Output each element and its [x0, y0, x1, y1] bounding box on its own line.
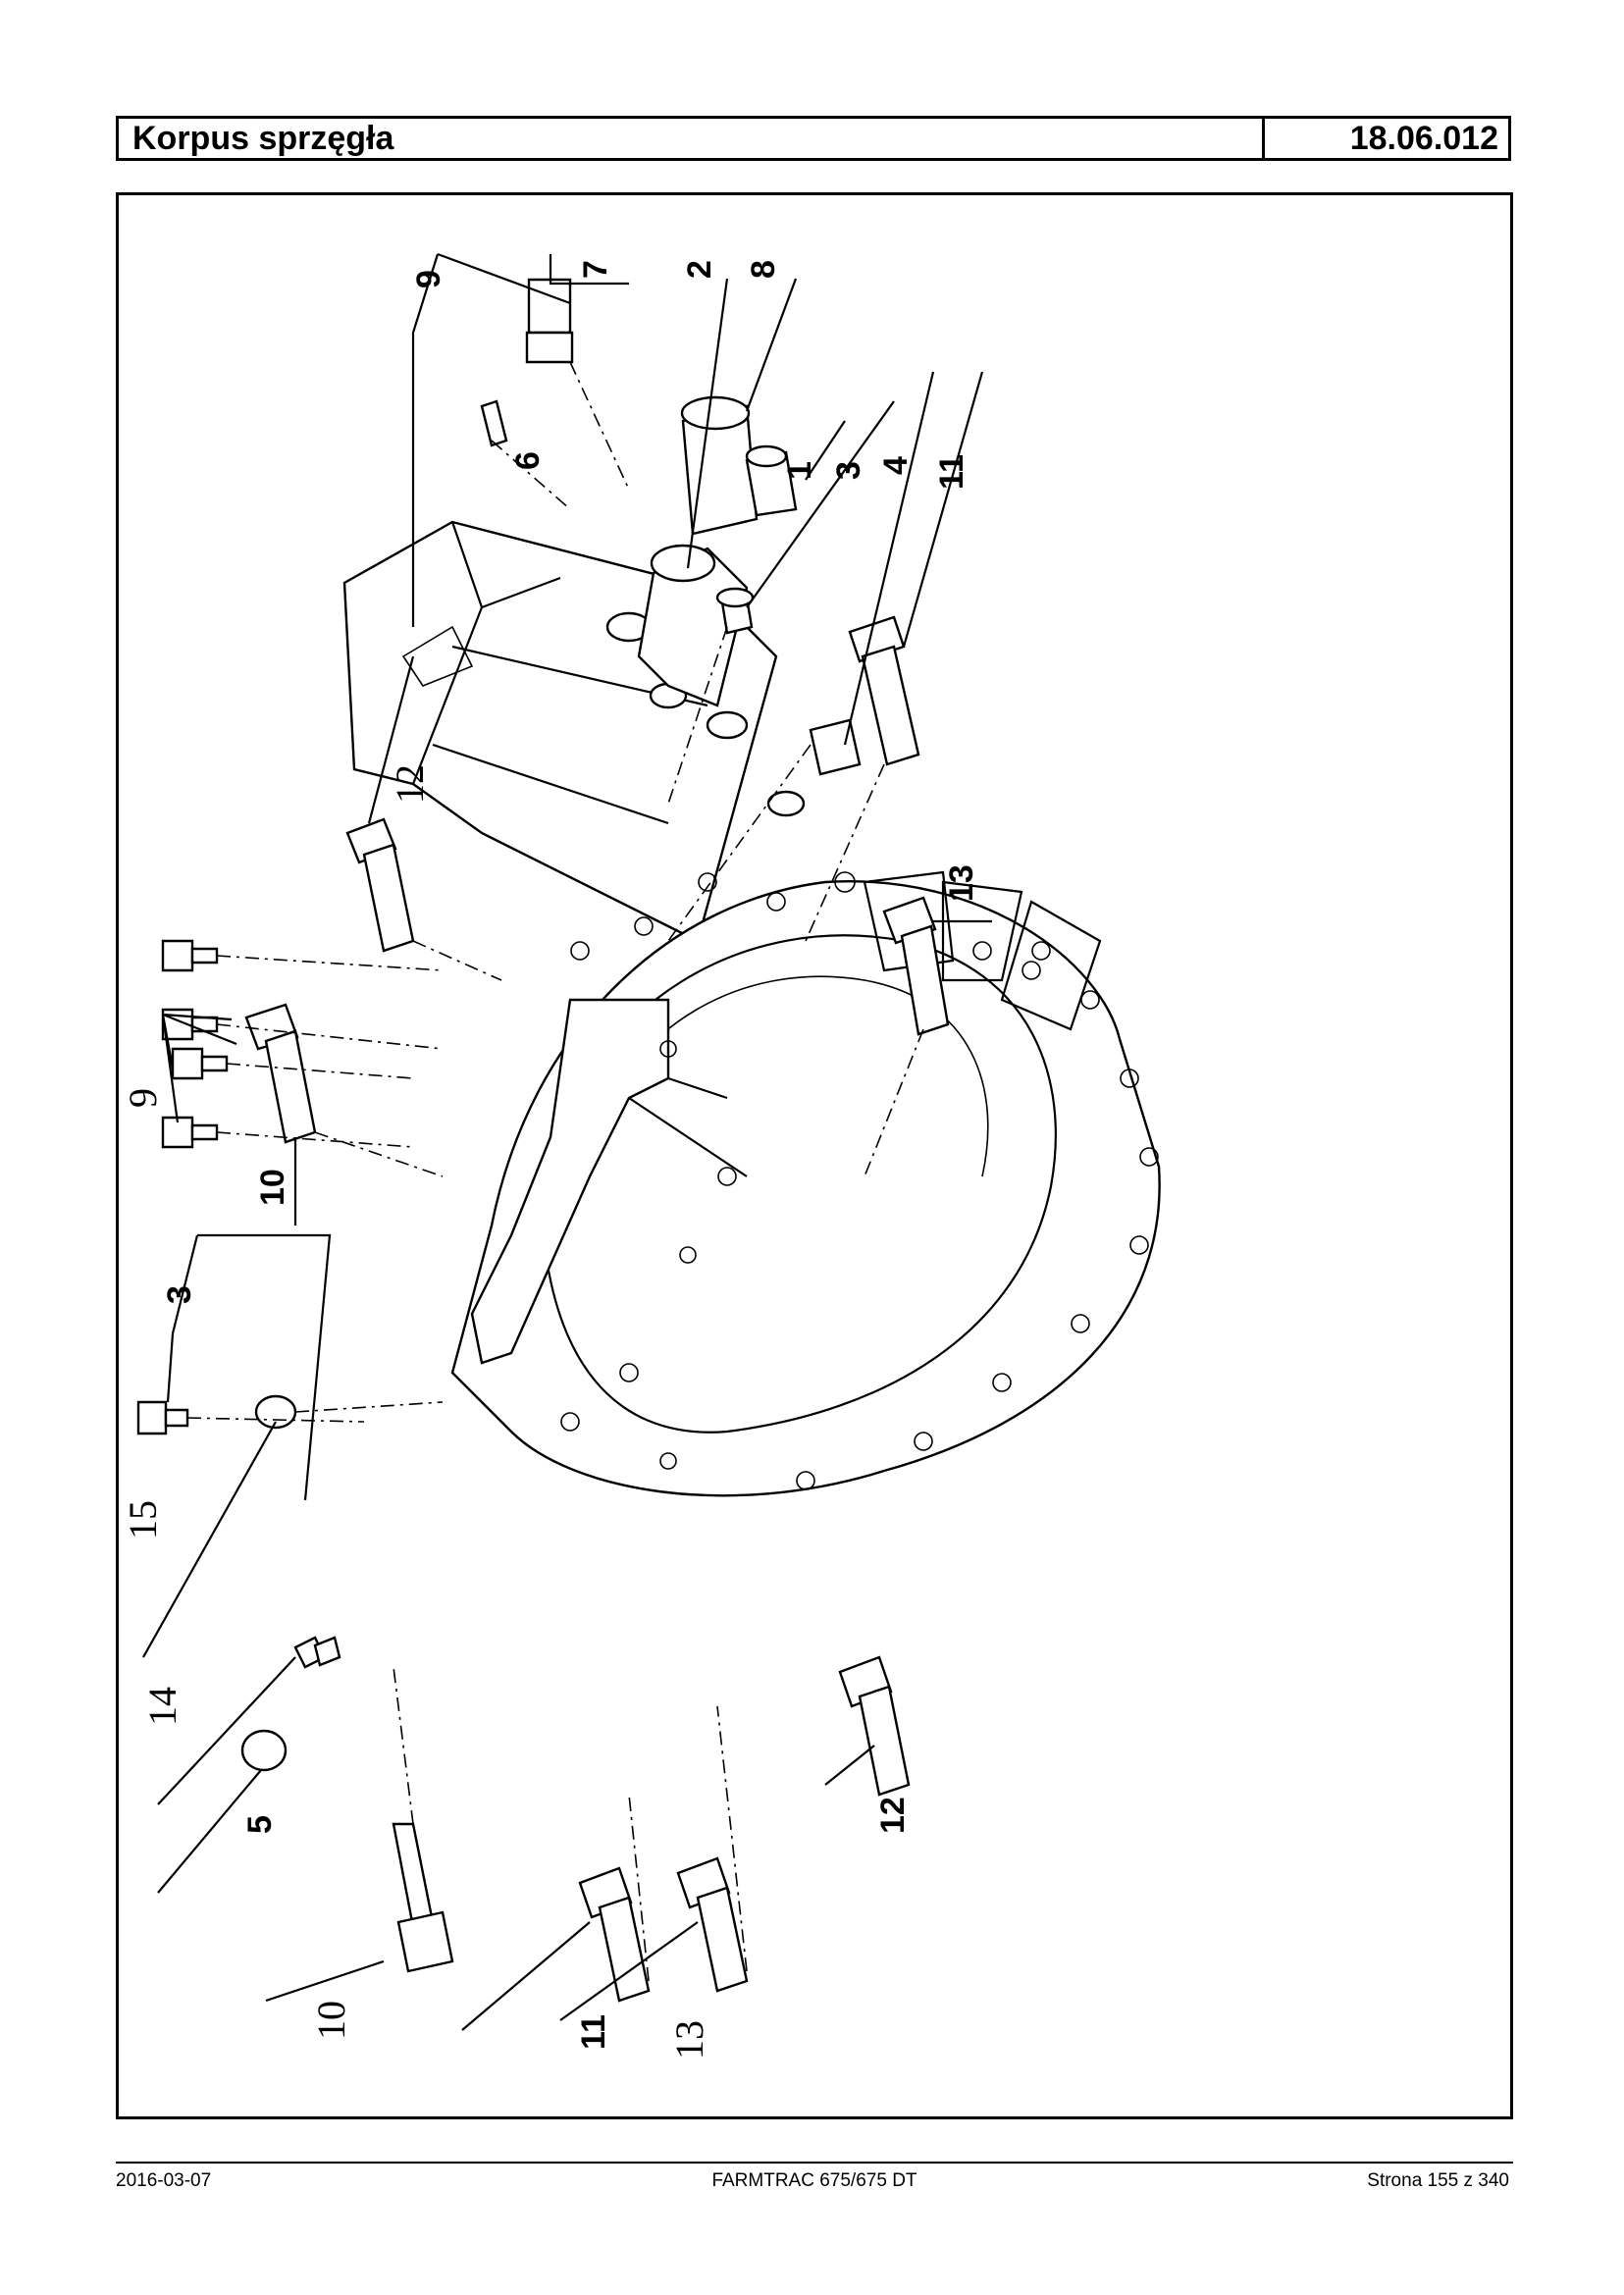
clutch-housing-diagram: 9 7 2 8 6 1 3 4 11 12 13 9 10 3 15 14 5 …: [121, 252, 1161, 2060]
callout-6: 6: [509, 451, 547, 470]
callout-9-left: 9: [121, 1088, 165, 1108]
callout-15: 15: [121, 1500, 165, 1539]
page-title: Korpus sprzęgła: [119, 119, 1265, 158]
callout-3-top: 3: [830, 461, 867, 480]
callout-7: 7: [577, 260, 614, 279]
callout-1: 1: [781, 461, 818, 480]
callout-12-bottom: 12: [874, 1797, 912, 1834]
callout-8: 8: [745, 260, 782, 279]
callout-10-left: 10: [254, 1169, 291, 1206]
callout-10-bottom: 10: [309, 2001, 353, 2040]
exploded-view-figure: 9 7 2 8 6 1 3 4 11 12 13 9 10 3 15 14 5 …: [116, 192, 1513, 2119]
page-footer: 2016-03-07 FARMTRAC 675/675 DT Strona 15…: [116, 2170, 1513, 2200]
callout-13-right: 13: [943, 864, 980, 902]
callout-2: 2: [681, 260, 718, 279]
callout-11-bottom: 11: [575, 2014, 612, 2050]
page-header: Korpus sprzęgła 18.06.012: [116, 116, 1511, 161]
assembly-lines: [186, 361, 924, 1982]
footer-page-number: Strona 155 z 340: [1367, 2170, 1509, 2191]
callout-11-top: 11: [933, 454, 970, 490]
callouts: 9 7 2 8 6 1 3 4 11 12 13 9 10 3 15 14 5 …: [121, 260, 980, 2060]
leader-lines: [142, 252, 992, 2031]
callout-3-left: 3: [161, 1285, 198, 1304]
part-code: 18.06.012: [1349, 119, 1498, 157]
footer-divider: [116, 2162, 1513, 2164]
bolts: [136, 278, 950, 2003]
bushing-part-8: [680, 395, 759, 536]
callout-5: 5: [241, 1815, 279, 1834]
callout-14: 14: [140, 1687, 184, 1726]
callout-13-bottom: 13: [667, 2020, 711, 2060]
callout-4: 4: [877, 456, 915, 475]
callout-9-top: 9: [410, 270, 447, 288]
clutch-housing-body: [342, 520, 1161, 1497]
callout-12-top: 12: [388, 764, 432, 804]
plug-part-1: [745, 444, 798, 517]
footer-model: FARMTRAC 675/675 DT: [711, 2170, 917, 2191]
sleeve-part-2: [637, 544, 749, 707]
footer-date: 2016-03-07: [116, 2170, 212, 2191]
